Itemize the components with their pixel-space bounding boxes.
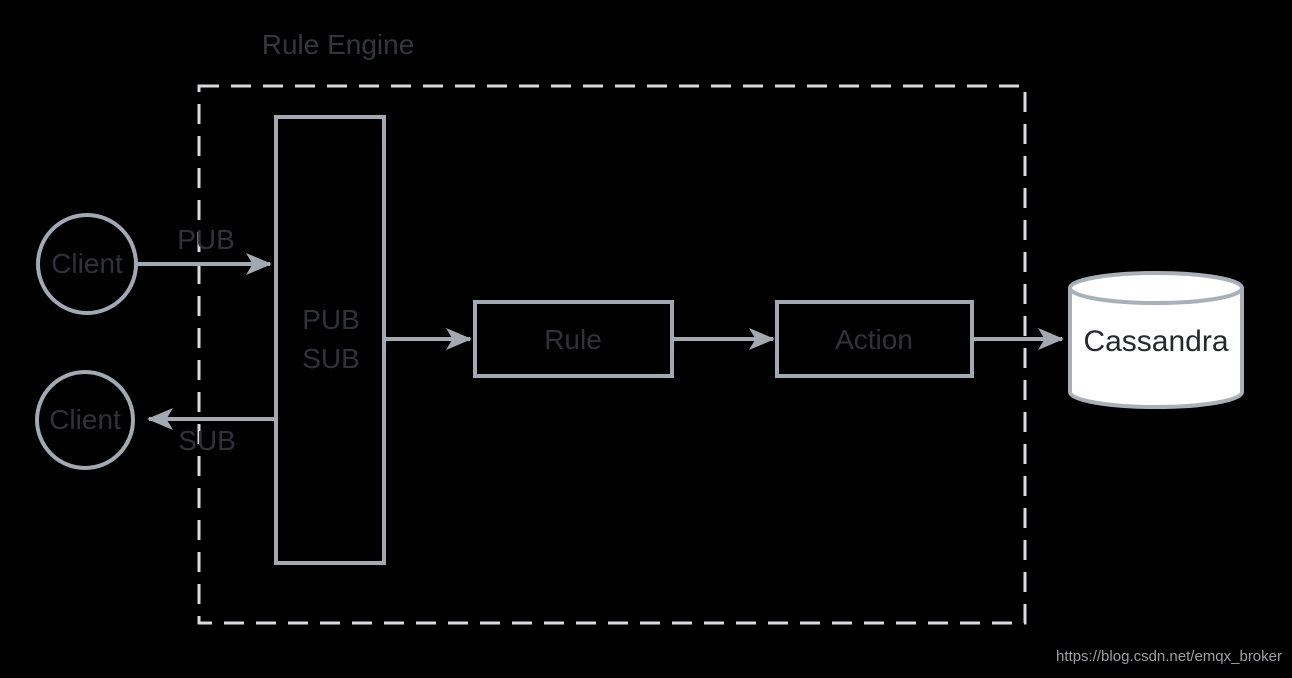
action-box-label: Action: [835, 324, 913, 355]
pub-arrow-label: PUB: [177, 224, 235, 255]
rule-box-label: Rule: [544, 324, 602, 355]
broker-label-sub: SUB: [302, 343, 360, 374]
broker-label: PUB SUB: [302, 300, 360, 378]
cassandra-cylinder-top: [1068, 271, 1244, 305]
cassandra-label: Cassandra: [1083, 325, 1229, 358]
client-top-circle: [36, 213, 138, 315]
client-bottom-circle: [35, 370, 135, 470]
cassandra-cylinder-body: [1068, 288, 1244, 409]
action-box: [775, 300, 974, 378]
watermark-url: https://blog.csdn.net/emqx_broker: [1056, 648, 1282, 665]
broker-label-pub: PUB: [302, 304, 360, 335]
pubsub-broker-box: [274, 115, 386, 565]
sub-arrow-label: SUB: [178, 425, 236, 456]
rule-box: [473, 300, 674, 378]
rule-engine-title: Rule Engine: [261, 29, 415, 60]
rule-engine-boundary: [197, 84, 1027, 625]
client-top-label: Client: [51, 248, 123, 279]
client-bottom-label: Client: [49, 404, 121, 435]
